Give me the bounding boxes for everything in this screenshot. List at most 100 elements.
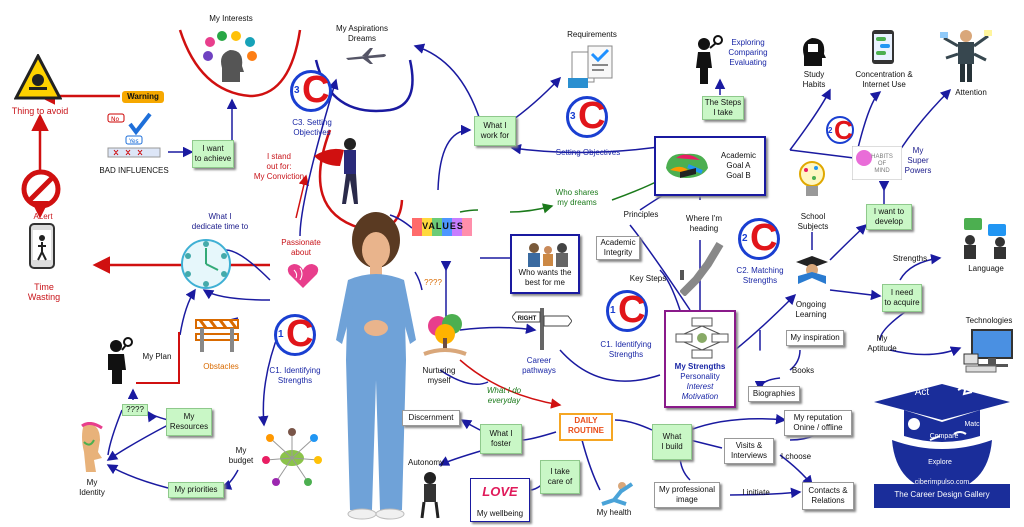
colorful-brain-cap-icon <box>662 148 712 187</box>
autonomy-label: Autonomy <box>407 458 445 467</box>
love-label: LOVE <box>482 484 518 499</box>
obstacles-label: Obstacles <box>203 362 239 371</box>
setting-objectives-label: Setting Objectives <box>555 148 621 157</box>
explorer-silhouette-icon <box>688 34 724 84</box>
daily-routine-icon <box>558 412 614 442</box>
right-sign-label: RIGHT <box>517 316 537 322</box>
match-label: Match <box>964 421 984 428</box>
my-wellbeing-node[interactable]: My wellbeing <box>470 478 530 522</box>
nurse-person-icon <box>330 210 422 522</box>
identity-face-icon <box>80 421 104 474</box>
interests-head-icon <box>200 28 260 84</box>
strengths-flowchart-icon <box>674 316 730 365</box>
question-marks-label: ???? <box>424 278 442 287</box>
explore-label: Explore <box>928 459 952 466</box>
svg-text:No: No <box>111 116 119 123</box>
language-label: Language <box>968 264 1004 273</box>
staircase-icon <box>679 240 724 297</box>
busy-businessman-icon <box>940 24 992 84</box>
website-label: ciberimpulso.com <box>914 479 970 486</box>
school-head-icon <box>798 34 828 68</box>
my-interests-label: My Interests <box>209 14 253 23</box>
compare-label: Compare <box>929 433 959 440</box>
visits-interviews-node[interactable]: Visits &Interviews <box>724 438 774 464</box>
warning-badge: Warning <box>122 91 164 103</box>
plan-silhouette-icon <box>100 336 136 384</box>
my-strengths-node[interactable]: My Strengths Personality Interest Motiva… <box>664 310 736 408</box>
autonomy-woman-icon <box>414 470 446 520</box>
signpost-icon <box>511 302 573 350</box>
strengths-label: Strengths <box>892 254 928 263</box>
biographies-node[interactable]: Biographies <box>748 386 800 402</box>
books-label: Books <box>791 366 815 375</box>
attention-label: Attention <box>955 88 987 97</box>
my-plan-node[interactable]: My Plan <box>136 332 180 384</box>
c3-badge-icon: C 3 <box>290 69 332 112</box>
c2-small-badge-icon: C 2 <box>826 115 854 145</box>
career-design-gallery-logo <box>870 380 1014 508</box>
c1-mid-badge-icon: C 1 <box>606 289 648 332</box>
contacts-relations-node[interactable]: Contacts &Relations <box>802 482 854 510</box>
lightbulb-icon <box>796 160 828 202</box>
discernment-node[interactable]: Discernment <box>402 410 460 426</box>
airplane-icon <box>344 46 388 66</box>
my-inspiration-node[interactable]: My inspiration <box>786 330 844 346</box>
act-label: Act <box>914 387 930 398</box>
tree-hands-icon <box>420 310 470 360</box>
language-people-icon <box>958 214 1014 260</box>
clock-activities-icon <box>180 238 232 290</box>
svg-text:Yes: Yes <box>128 138 139 145</box>
c2-matching-badge-icon: C 2 <box>738 217 780 260</box>
gallery-title-label: The Career Design Gallery <box>894 490 990 499</box>
requirements-docs-icon <box>566 42 620 90</box>
concentration-label: Concentration &Internet Use <box>855 70 913 89</box>
time-wasting-phone-icon <box>18 220 64 276</box>
habits-of-mind-icon <box>851 145 903 181</box>
budget-network-icon <box>262 428 322 488</box>
smartphone-chat-icon <box>870 28 896 66</box>
reading-student-icon <box>794 254 830 286</box>
values-label: VALUES <box>422 221 464 231</box>
alert-label: ALert <box>33 212 53 221</box>
parents-child-icon <box>522 240 572 271</box>
i-initiate-label: I initiate <box>742 488 770 497</box>
my-priorities-node[interactable]: My priorities <box>168 482 224 498</box>
warning-triangle-icon <box>13 52 63 100</box>
road-barrier-icon <box>192 314 242 354</box>
thing-to-avoid-label: Thing to avoid <box>11 106 69 116</box>
c3-setting-objectives-badge-icon: C 3 <box>566 95 608 138</box>
yoga-pose-icon <box>592 478 636 508</box>
